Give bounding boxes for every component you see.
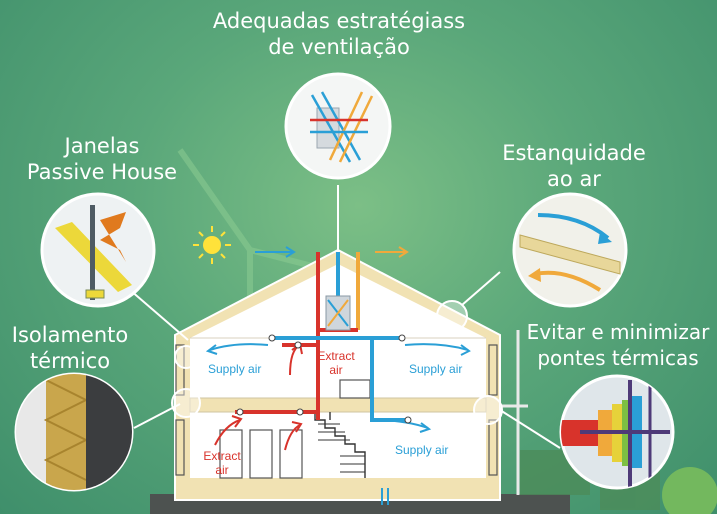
sun-icon <box>193 226 231 264</box>
label-windows-line1: Janelas <box>64 134 140 158</box>
label-ventilation-line2: de ventilação <box>268 35 410 59</box>
extract-air-lower-line2: air <box>215 463 229 477</box>
callout-window <box>40 192 156 308</box>
callout-insulation <box>14 372 134 492</box>
air-arrows <box>205 246 471 451</box>
label-insulation-line1: Isolamento <box>11 323 129 347</box>
supply-air-upper-right: Supply air <box>409 362 463 376</box>
callout-ventilation-unit <box>284 72 392 180</box>
label-thermal-bridges-line1: Evitar e minimizar <box>526 320 710 344</box>
label-airtightness-line1: Estanquidade <box>502 141 646 165</box>
heat-recovery-unit-icon <box>325 295 351 331</box>
callout-thermal-bridge <box>559 374 675 490</box>
supply-air-lower-right: Supply air <box>395 443 449 457</box>
supply-air-upper-left: Supply air <box>208 362 262 376</box>
extract-air-upper: Extract air <box>314 349 358 377</box>
label-windows: Janelas Passive House <box>22 133 182 185</box>
label-windows-line2: Passive House <box>26 160 178 184</box>
highlight-rings <box>171 300 503 425</box>
label-insulation: Isolamento térmico <box>8 322 132 374</box>
tree <box>662 467 717 514</box>
duct-vents <box>236 334 412 424</box>
label-thermal-bridges-line2: pontes térmicas <box>537 346 699 370</box>
label-airtightness: Estanquidade ao ar <box>496 140 652 192</box>
extract-air-upper-line2: air <box>329 363 343 377</box>
label-ventilation: Adequadas estratégiass de ventilação <box>208 8 470 60</box>
label-airtightness-line2: ao ar <box>547 167 601 191</box>
duct-network <box>235 252 405 422</box>
label-ventilation-line1: Adequadas estratégiass <box>212 9 466 33</box>
label-insulation-line2: térmico <box>29 349 111 373</box>
extract-air-lower-line1: Extract <box>203 449 241 463</box>
extract-air-upper-line1: Extract <box>317 349 355 363</box>
extract-air-lower: Extract air <box>199 449 245 477</box>
callout-airtightness <box>512 192 628 308</box>
label-thermal-bridges: Evitar e minimizar pontes térmicas <box>519 319 717 371</box>
callout-connectors <box>129 185 561 449</box>
